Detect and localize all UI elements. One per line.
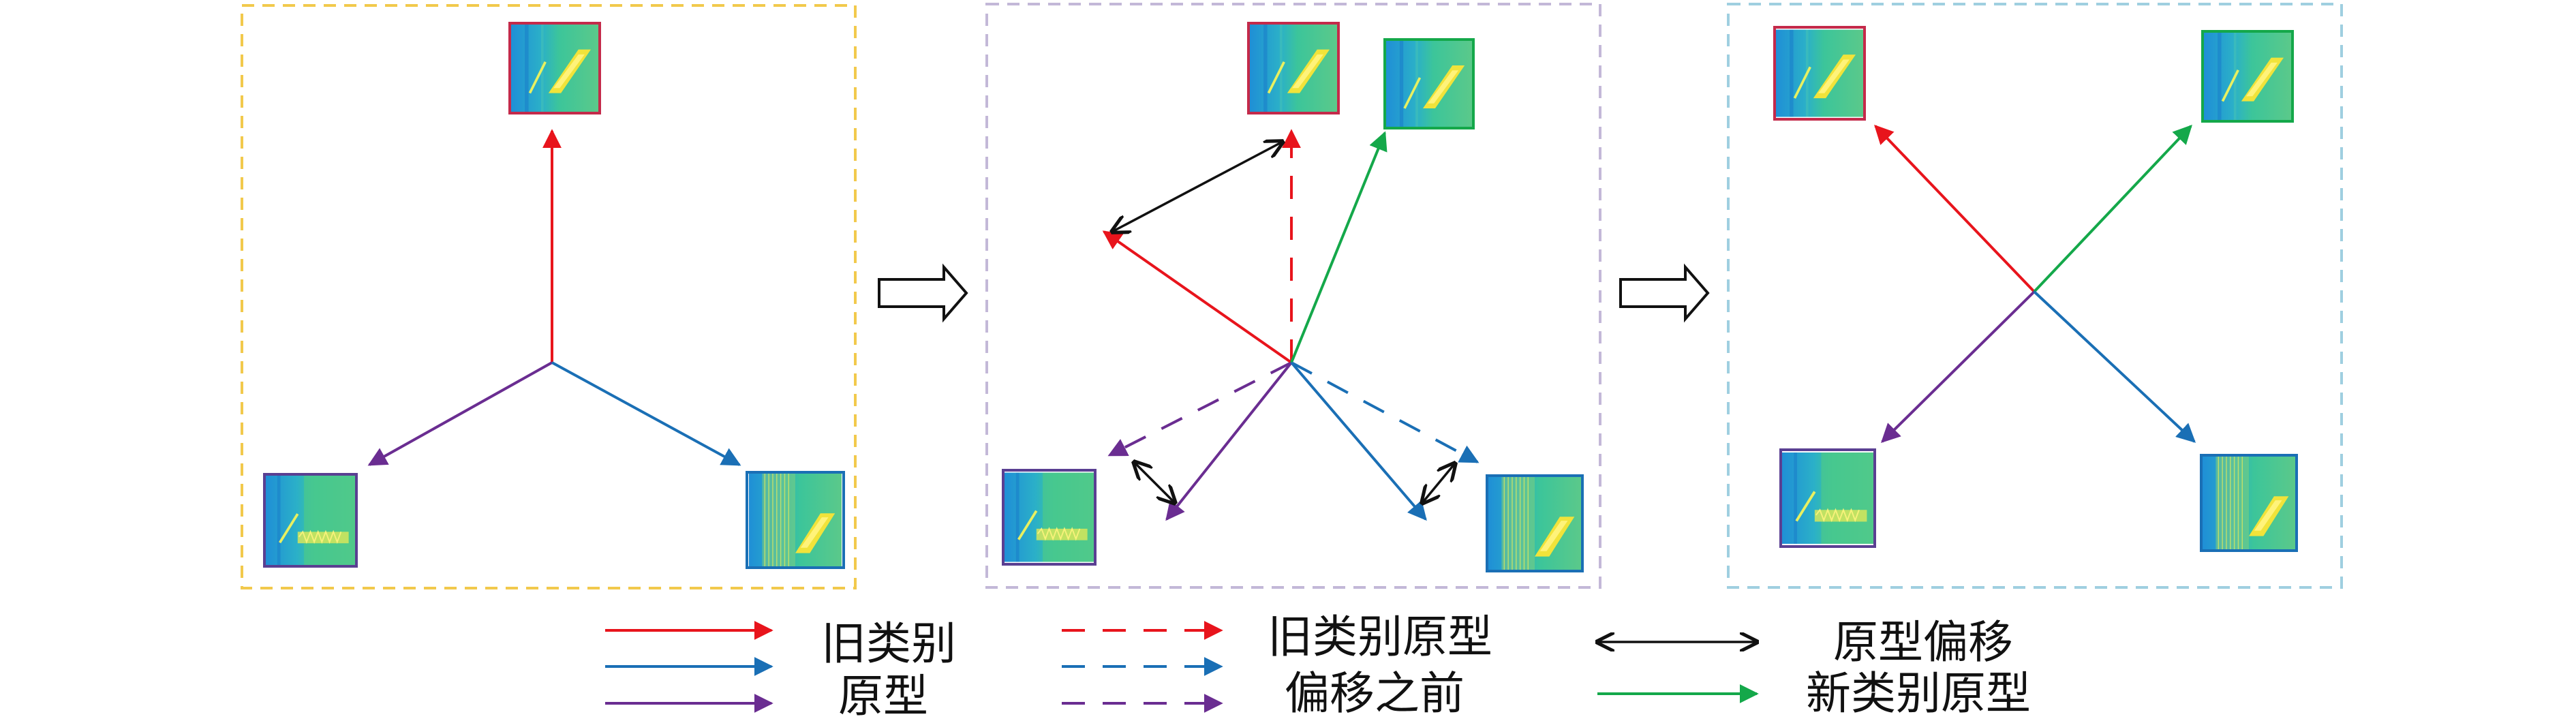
legend-new-label: 新类别原型 <box>1806 667 2031 720</box>
hollow-right-arrow-icon <box>878 263 968 323</box>
shifted-prototype-arrow-red <box>1102 230 1293 364</box>
spectrogram-thumbnail-icon <box>1779 448 1876 548</box>
panel-1-arrows <box>367 129 741 466</box>
final-prototype-arrow-red <box>1874 124 2036 293</box>
final-prototype-arrow-green <box>2033 124 2192 293</box>
panel-1-frame <box>241 4 857 589</box>
panel-3-arrows <box>1874 124 2196 443</box>
spectrogram-thumbnail-icon <box>1773 26 1866 121</box>
panel-2-dashed-arrows <box>1107 129 1479 463</box>
before-shift-arrow-blue <box>1291 361 1479 463</box>
prototype-shift-arrow <box>1422 463 1455 503</box>
panel-2-solid-arrows <box>1102 131 1427 521</box>
prototype-shift-arrow <box>1112 142 1283 232</box>
legend-before-label-2: 偏移之前 <box>1285 667 1465 720</box>
final-prototype-arrow-purple <box>1881 290 2036 443</box>
shifted-prototype-arrow-blue <box>1290 361 1427 521</box>
panel-2-shift-arrows <box>1112 142 1455 503</box>
spectrogram-thumbnail-icon <box>2201 30 2294 123</box>
spectrogram-thumbnail-icon <box>1247 22 1340 114</box>
panel-3-thumbnails <box>1773 26 2298 552</box>
spectrogram-thumbnail-icon <box>508 22 601 114</box>
legend-old-label-2: 原型 <box>838 670 928 721</box>
panel-2-frame <box>985 3 1601 589</box>
legend: 旧类别 原型 旧类别原型 偏移之前 原型偏移 新类别原型 <box>605 611 2031 721</box>
spectrogram-thumbnail-icon <box>746 471 845 569</box>
hollow-right-arrow-icon <box>1619 263 1710 323</box>
shifted-prototype-arrow-purple <box>1165 361 1293 521</box>
legend-shift-label: 原型偏移 <box>1833 616 2013 669</box>
spectrogram-thumbnail-icon <box>1002 469 1097 566</box>
old-prototype-arrow-blue <box>551 361 741 466</box>
final-prototype-arrow-blue <box>2033 290 2196 443</box>
panel-2-thumbnails <box>1002 22 1584 572</box>
legend-old-label-1: 旧类别 <box>821 617 956 670</box>
spectrogram-thumbnail-icon <box>2200 454 2298 552</box>
spectrogram-thumbnail-icon <box>263 473 358 568</box>
new-prototype-arrow-green <box>1290 131 1387 363</box>
panel-1-thumbnails <box>263 22 845 569</box>
old-prototype-arrow-purple <box>367 361 553 466</box>
panel-3-frame <box>1727 3 2343 589</box>
prototype-shift-arrow <box>1134 462 1175 503</box>
spectrogram-thumbnail-icon <box>1486 474 1584 572</box>
legend-before-label-1: 旧类别原型 <box>1268 611 1492 663</box>
spectrogram-thumbnail-icon <box>1383 38 1475 129</box>
before-shift-arrow-purple <box>1107 361 1292 457</box>
